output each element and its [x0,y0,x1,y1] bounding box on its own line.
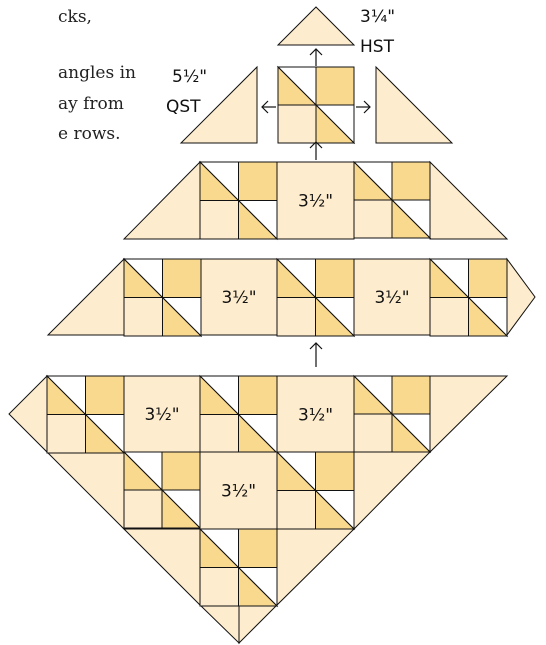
plain-square [353,258,431,336]
background-square [199,200,239,240]
square-size-label: 3½" [144,405,179,425]
hst-gold-half [315,296,356,337]
gold-square [315,451,355,491]
background-square [123,489,163,529]
plain-square [123,375,201,453]
row3-left-corner [46,257,125,336]
intro-line-1: cks, [58,7,92,27]
background-square [199,414,239,454]
arrow-head-icon [363,100,371,114]
bottom-left-tip [8,374,48,454]
intro-line-4: e rows. [58,124,121,144]
gold-square [315,66,355,106]
arrow-head-icon [309,48,323,56]
bottom-edge-d [276,528,356,607]
gold-square [391,161,431,201]
background-square [353,413,393,453]
hst-size-label: 3¼" [360,7,395,27]
qst-label: QST [166,97,201,117]
gold-square [315,258,355,298]
gold-square [468,258,508,298]
hst-gold-half [161,488,202,529]
hst-gold-half [315,103,356,144]
square-size-label: 3½" [221,288,256,308]
bottom-tip-left [198,604,240,645]
background-square [46,414,86,454]
square-size-label: 3½" [298,192,333,212]
row2-left-corner [122,160,201,240]
row2-right-corner [429,160,509,240]
square-size-label: 3½" [221,482,256,502]
qst-size-label: 5½" [172,67,207,87]
gold-square [161,451,201,491]
qst-left-triangle [179,65,258,144]
hst-triangle [276,6,356,46]
background-square [276,297,316,337]
background-square [429,297,469,337]
bottom-edge-a [45,451,125,531]
intro-line-3: ay from [58,94,124,114]
gold-square [238,528,278,568]
hst-gold-half [391,412,432,453]
background-square [276,490,316,530]
background-square [199,567,239,607]
row3-right-corner [506,257,536,337]
square-labels: 3½" 3½" 3½" 3½" 3½" 3½" [144,192,409,502]
arrow-head-icon [309,141,323,149]
gold-square [391,375,431,415]
hst-gold-half [315,489,356,530]
quilt-shapes [8,6,536,645]
intro-line-2: angles in [58,63,136,83]
bottom-right-edge [429,375,509,454]
hst-gold-half [238,566,279,607]
assembly-arrows [261,48,371,367]
arrow-head-icon [309,342,323,350]
background-square [277,104,317,144]
background-square [123,297,163,337]
square-size-label: 3½" [298,406,333,426]
gold-square [238,161,278,201]
hst-gold-half [162,296,203,337]
arrow-head-icon [261,100,269,114]
hst-label: HST [360,37,395,57]
bottom-tip-right [238,604,279,645]
bottom-edge-c [353,451,432,531]
plain-square [199,451,278,530]
plain-square [200,258,278,336]
hst-gold-half [391,198,432,239]
background-square [353,199,393,239]
plain-square [276,161,355,240]
gold-square [238,375,278,415]
hst-gold-half [468,296,509,337]
gold-square [162,258,202,298]
square-size-label: 3½" [374,288,409,308]
qst-right-triangle [375,65,454,144]
gold-square [85,375,125,415]
hst-gold-half [85,413,126,454]
hst-gold-half [238,199,279,240]
bottom-edge-b [122,528,201,607]
